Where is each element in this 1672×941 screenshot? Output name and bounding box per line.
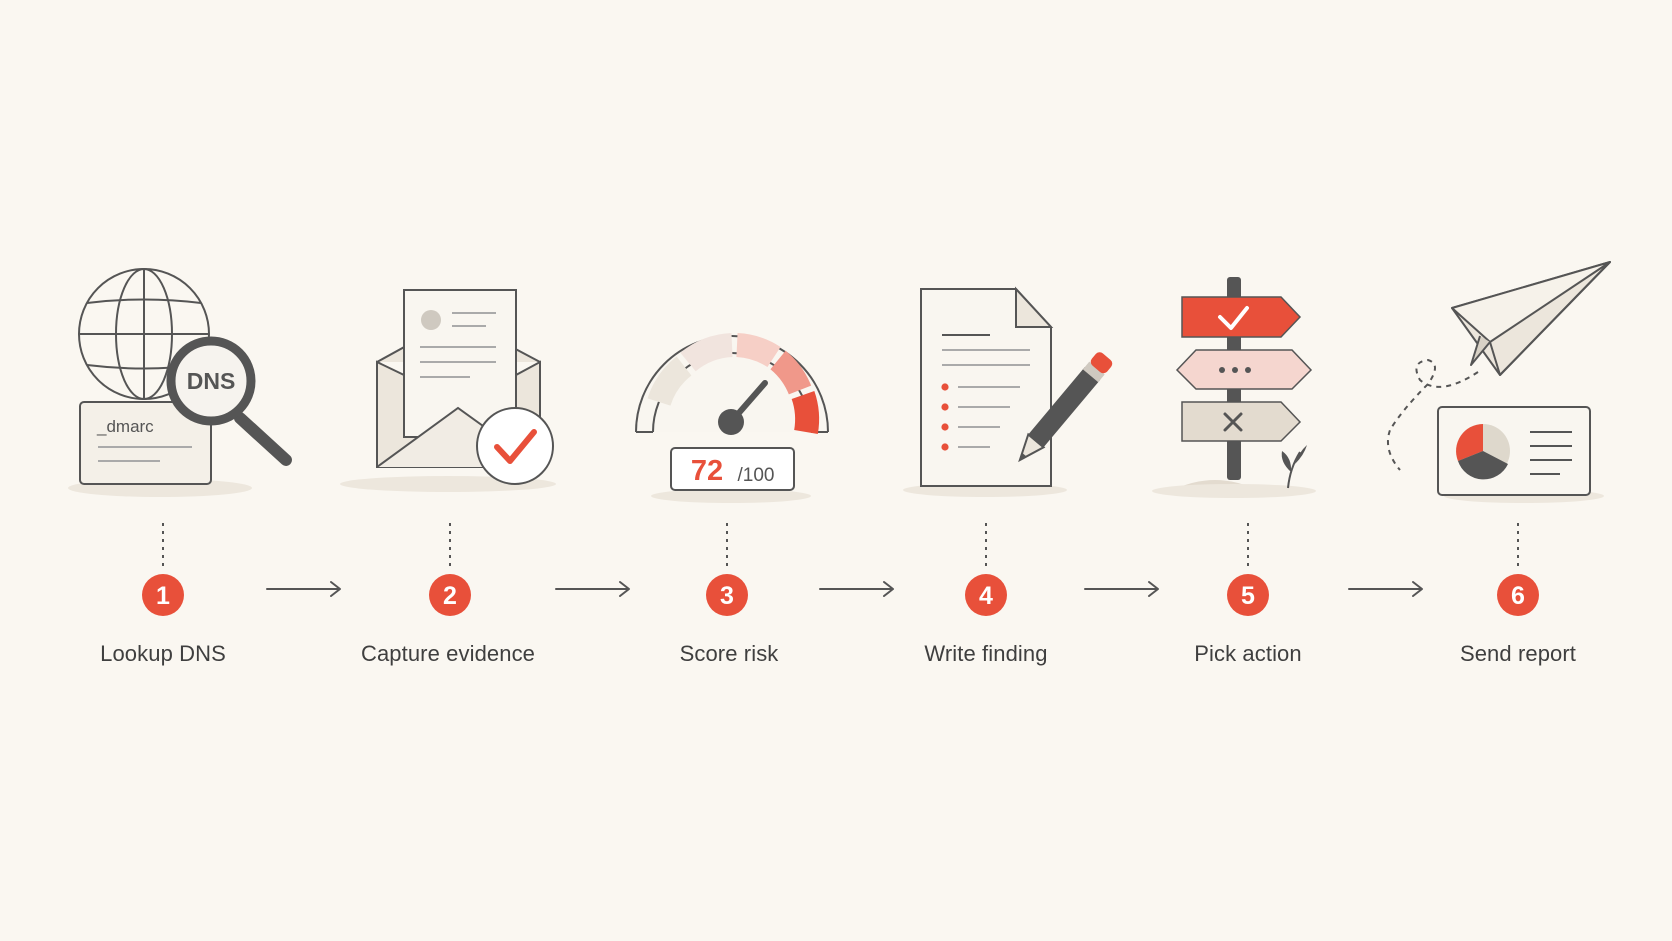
gauge-icon: 72 /100 <box>635 333 829 503</box>
globe-dns-magnifier-icon: _dmarc DNS <box>68 268 292 497</box>
dotted-connectors <box>162 523 1519 568</box>
step-badges: 1 2 3 4 5 6 <box>142 574 1539 616</box>
step-badge-6: 6 <box>1497 574 1539 616</box>
step-label-1: Lookup DNS <box>100 641 226 666</box>
step-label-3: Score risk <box>679 641 779 666</box>
gauge-segments <box>647 333 820 435</box>
step-number-1: 1 <box>156 582 170 610</box>
step-number-4: 4 <box>979 582 993 610</box>
arrow-3-to-4 <box>819 581 894 597</box>
document-pencil-icon <box>903 286 1113 497</box>
step-badge-3: 3 <box>706 574 748 616</box>
step-label-5: Pick action <box>1194 641 1302 666</box>
flow-arrows <box>266 581 1423 597</box>
score-value: 72 <box>691 455 723 487</box>
step-badge-4: 4 <box>965 574 1007 616</box>
arrow-2-to-3 <box>555 581 630 597</box>
step-badge-1: 1 <box>142 574 184 616</box>
dns-magnifier-text: DNS <box>187 368 236 394</box>
signpost-icon <box>1152 277 1316 498</box>
score-max: /100 <box>738 465 775 486</box>
step-label-2: Capture evidence <box>360 641 536 666</box>
step-number-2: 2 <box>443 582 457 610</box>
step-label-4: Write finding <box>924 641 1048 666</box>
step-badge-5: 5 <box>1227 574 1269 616</box>
step-label-6: Send report <box>1459 641 1577 666</box>
step-number-5: 5 <box>1241 582 1255 610</box>
arrow-1-to-2 <box>266 581 341 597</box>
arrow-5-to-6 <box>1348 581 1423 597</box>
step-number-3: 3 <box>720 582 734 610</box>
dns-record-text: _dmarc <box>96 417 154 436</box>
paper-plane-report-icon <box>1387 261 1611 503</box>
arrow-4-to-5 <box>1084 581 1159 597</box>
step-number-6: 6 <box>1511 582 1525 610</box>
envelope-check-icon <box>340 289 556 492</box>
step-badge-2: 2 <box>429 574 471 616</box>
